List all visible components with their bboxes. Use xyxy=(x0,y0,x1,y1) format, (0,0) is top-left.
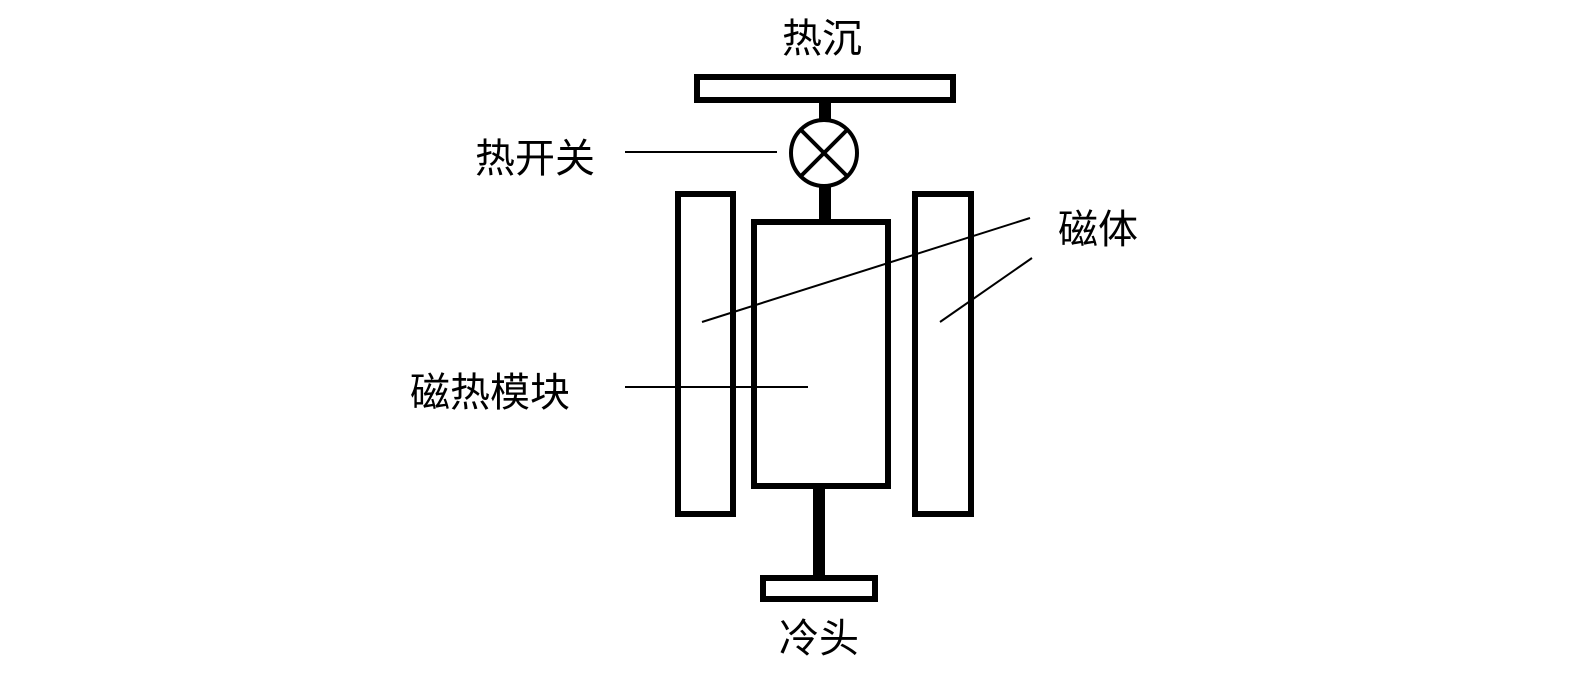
left-magnet xyxy=(675,191,736,517)
heat-sink-stem xyxy=(819,100,831,120)
thermal-switch-icon xyxy=(789,118,859,188)
cold-head-label: 冷头 xyxy=(779,616,859,662)
magnet-leader-right xyxy=(939,257,1033,323)
switch-stem xyxy=(819,186,831,222)
right-magnet xyxy=(912,191,974,517)
magnet-label: 磁体 xyxy=(1058,207,1138,253)
module-label: 磁热模块 xyxy=(410,370,570,416)
magnetocaloric-module xyxy=(751,219,891,489)
heat-sink xyxy=(694,74,956,103)
cold-head xyxy=(760,575,878,602)
magnet-leader-left xyxy=(701,217,1031,323)
cold-head-stem xyxy=(813,489,825,577)
heat-sink-label: 热沉 xyxy=(782,16,862,62)
thermal-switch-label: 热开关 xyxy=(475,136,595,182)
